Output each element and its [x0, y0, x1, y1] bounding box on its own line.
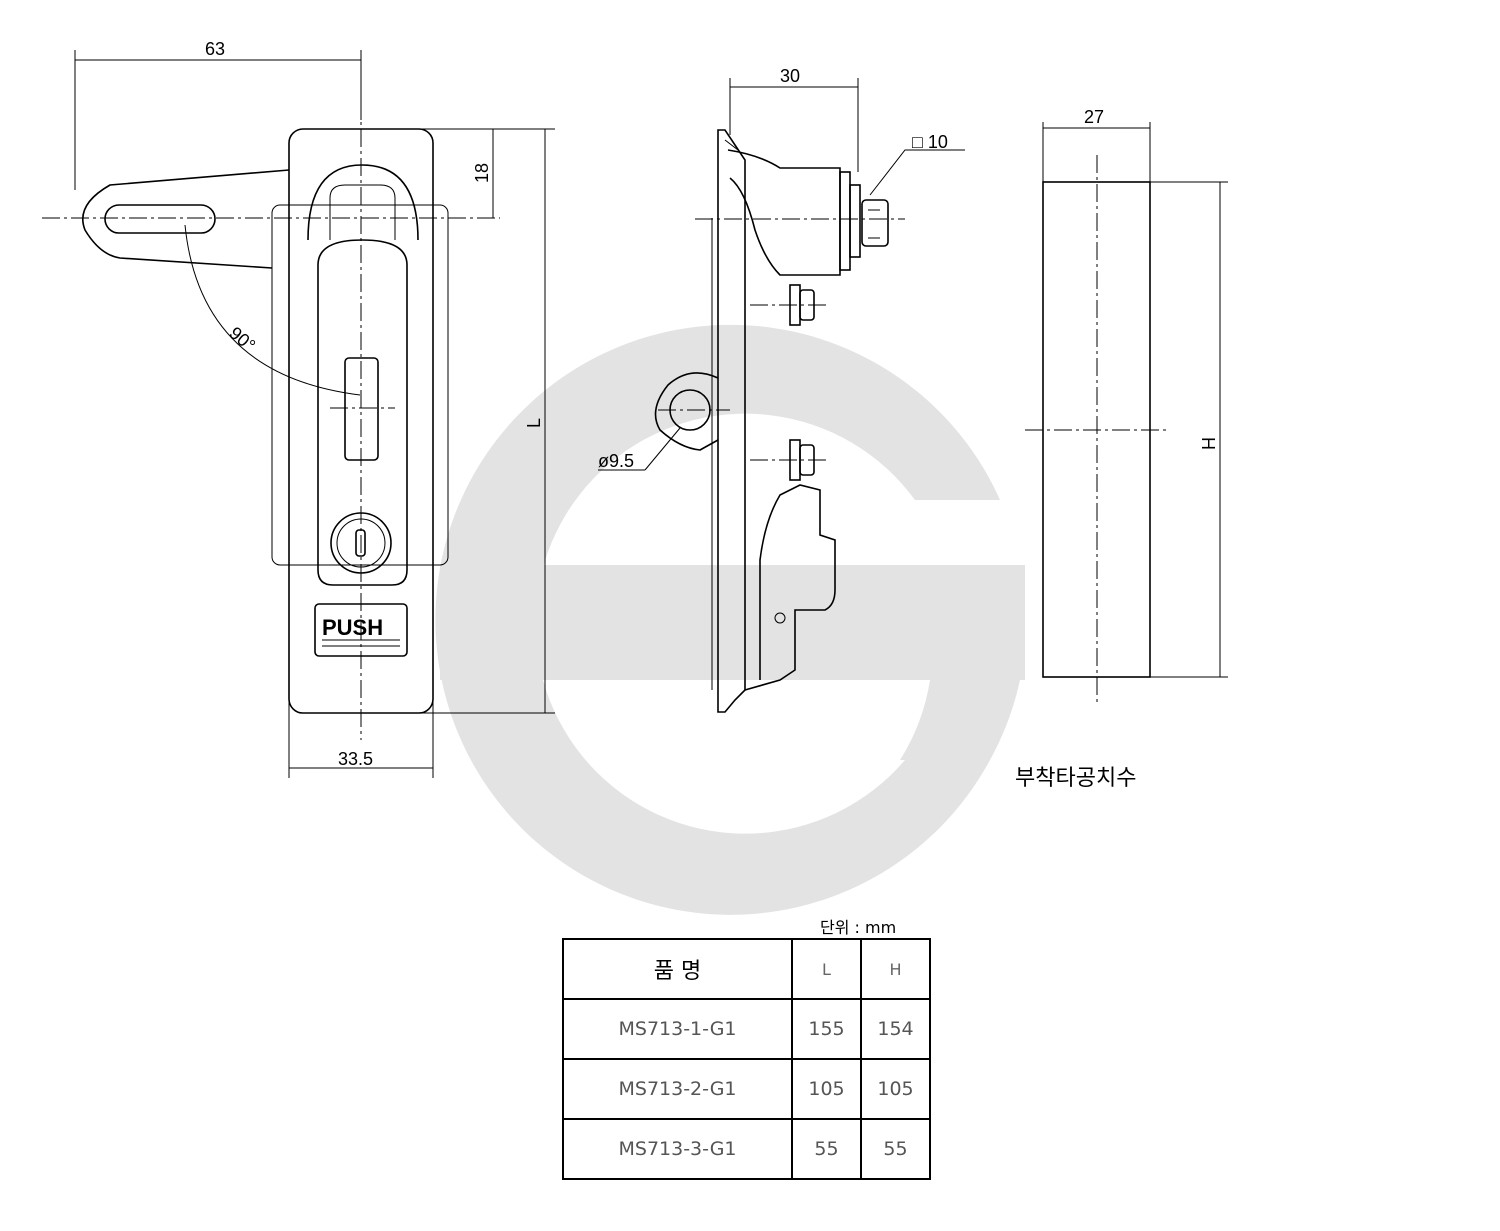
- dim-27: 27: [1084, 107, 1104, 127]
- dim-33-5: 33.5: [338, 749, 373, 769]
- cell-l: 155: [791, 998, 862, 1060]
- table-row: MS713-1-G1 155 154: [562, 998, 931, 1060]
- watermark-logo: [435, 324, 1025, 915]
- cell-h: 55: [860, 1118, 931, 1180]
- cell-l: 105: [791, 1058, 862, 1120]
- cell-model: MS713-3-G1: [562, 1118, 793, 1180]
- dim-l: L: [524, 418, 544, 428]
- dim-30: 30: [780, 66, 800, 86]
- dim-18: 18: [472, 163, 492, 183]
- cell-model: MS713-2-G1: [562, 1058, 793, 1120]
- table-row: MS713-3-G1 55 55: [562, 1118, 931, 1180]
- header-l: L: [791, 938, 862, 1000]
- panel-cutout-view: [1025, 122, 1228, 705]
- cell-h: 105: [860, 1058, 931, 1120]
- header-name: 품 명: [562, 938, 793, 1000]
- dim-square-10: □ 10: [912, 132, 948, 152]
- cell-l: 55: [791, 1118, 862, 1180]
- spec-table: 품 명 L H MS713-1-G1 155 154 MS713-2-G1 10…: [562, 938, 931, 1180]
- push-label: PUSH: [322, 615, 383, 640]
- header-h: H: [860, 938, 931, 1000]
- cell-h: 154: [860, 998, 931, 1060]
- dim-h: H: [1198, 437, 1218, 450]
- panel-cutout-label: 부착타공치수: [1015, 766, 1137, 791]
- unit-label: 단위 : mm: [820, 918, 897, 937]
- table-header-row: 품 명 L H: [562, 938, 931, 1000]
- front-view: [42, 100, 500, 740]
- side-view: [654, 129, 905, 713]
- dim-90-degrees: 90°: [225, 323, 259, 356]
- dim-hole-9-5: ø9.5: [598, 451, 634, 471]
- cell-model: MS713-1-G1: [562, 998, 793, 1060]
- side-dimensions: [598, 78, 965, 471]
- front-dimensions: [74, 50, 555, 778]
- table-row: MS713-2-G1 105 105: [562, 1058, 931, 1120]
- dim-63: 63: [205, 39, 225, 59]
